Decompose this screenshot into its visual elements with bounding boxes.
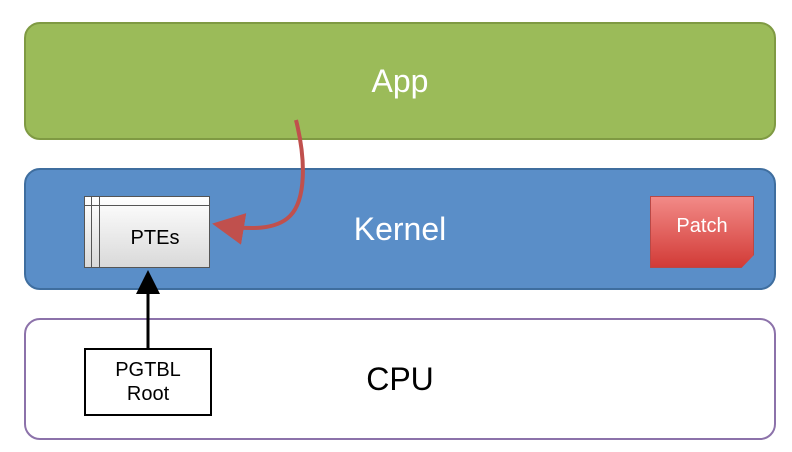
kernel-layer-label: Kernel	[353, 210, 447, 247]
cpu-layer-label: CPU	[366, 360, 434, 397]
ptes-label: PTEs	[130, 227, 180, 249]
app-layer: App	[24, 22, 776, 140]
pgtbl-root-box: PGTBL Root	[84, 348, 212, 416]
pgtbl-root-line1: PGTBL	[115, 359, 181, 381]
ptes-table-column-line	[99, 197, 100, 267]
patch-label: Patch	[676, 215, 728, 237]
app-to-ptes-arrow	[212, 119, 305, 245]
patch-note: Patch	[650, 196, 754, 268]
ptes-table-row-line	[85, 205, 209, 206]
ptes-table-column-line	[91, 197, 92, 267]
pgtbl-root-line2: Root	[126, 383, 170, 405]
ptes-table: PTEs	[84, 196, 210, 268]
app-layer-label: App	[371, 62, 429, 99]
